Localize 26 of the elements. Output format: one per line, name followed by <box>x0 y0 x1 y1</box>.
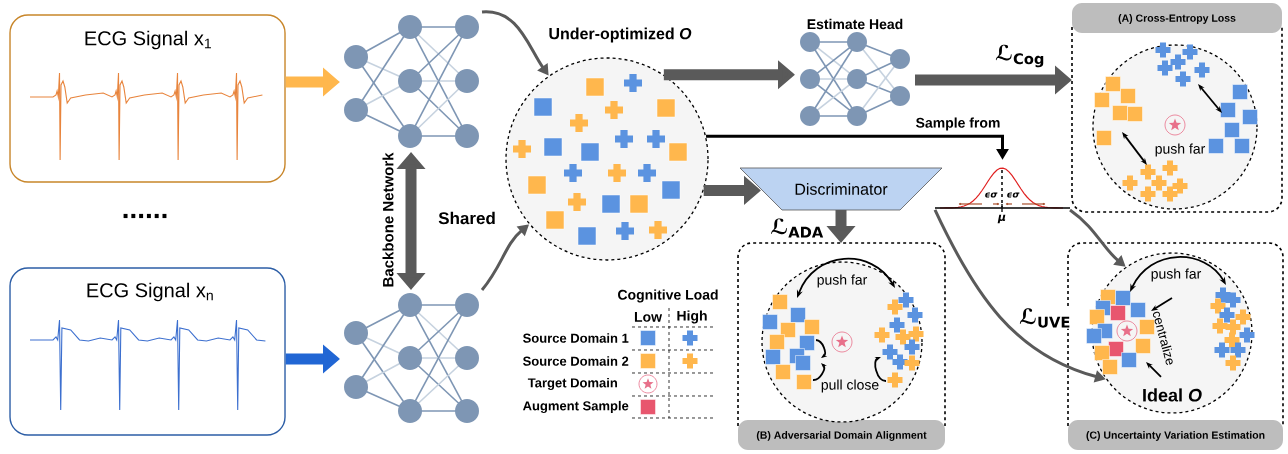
column-header: Low <box>634 312 663 322</box>
node-label: Under-optimized O <box>549 27 692 43</box>
neural-network-drawing <box>344 15 479 148</box>
table-heading: Cognitive Load <box>618 289 718 303</box>
signal-box: ECG Signal x$_{n}$ <box>9 267 286 436</box>
row-label: Source Domain 1 <box>523 333 629 343</box>
ellipsis: ...... <box>123 213 167 219</box>
edge-label: Shared <box>437 210 497 226</box>
row-label: Source Domain 2 <box>523 356 629 366</box>
row-label: Target Domain <box>527 377 617 391</box>
node-label: Estimate Head <box>807 18 903 30</box>
row-label: Augment Sample <box>522 400 629 414</box>
arrow <box>480 224 529 291</box>
discriminator-trapezoid: Discriminator <box>739 167 943 211</box>
neural-network-drawing <box>344 293 479 423</box>
column-header: High <box>677 310 707 324</box>
edge-label: ℒ$_{ADA}$ <box>769 217 825 239</box>
neural-network-drawing: Estimate Head <box>800 18 910 126</box>
edge-label: ℒ$_{Cog}$ <box>994 43 1046 69</box>
rotated-label: Backbone Network <box>382 152 394 287</box>
node-label: μ <box>997 214 1006 224</box>
edge-label: Sample from <box>914 116 1002 132</box>
node-label: ϵσ <box>1007 192 1020 198</box>
node-label: ϵσ <box>985 192 998 198</box>
edge-label: ℒ$_{UVE}$ <box>1018 307 1072 329</box>
signal-box: ECG Signal x$_{1}$ <box>9 14 286 183</box>
